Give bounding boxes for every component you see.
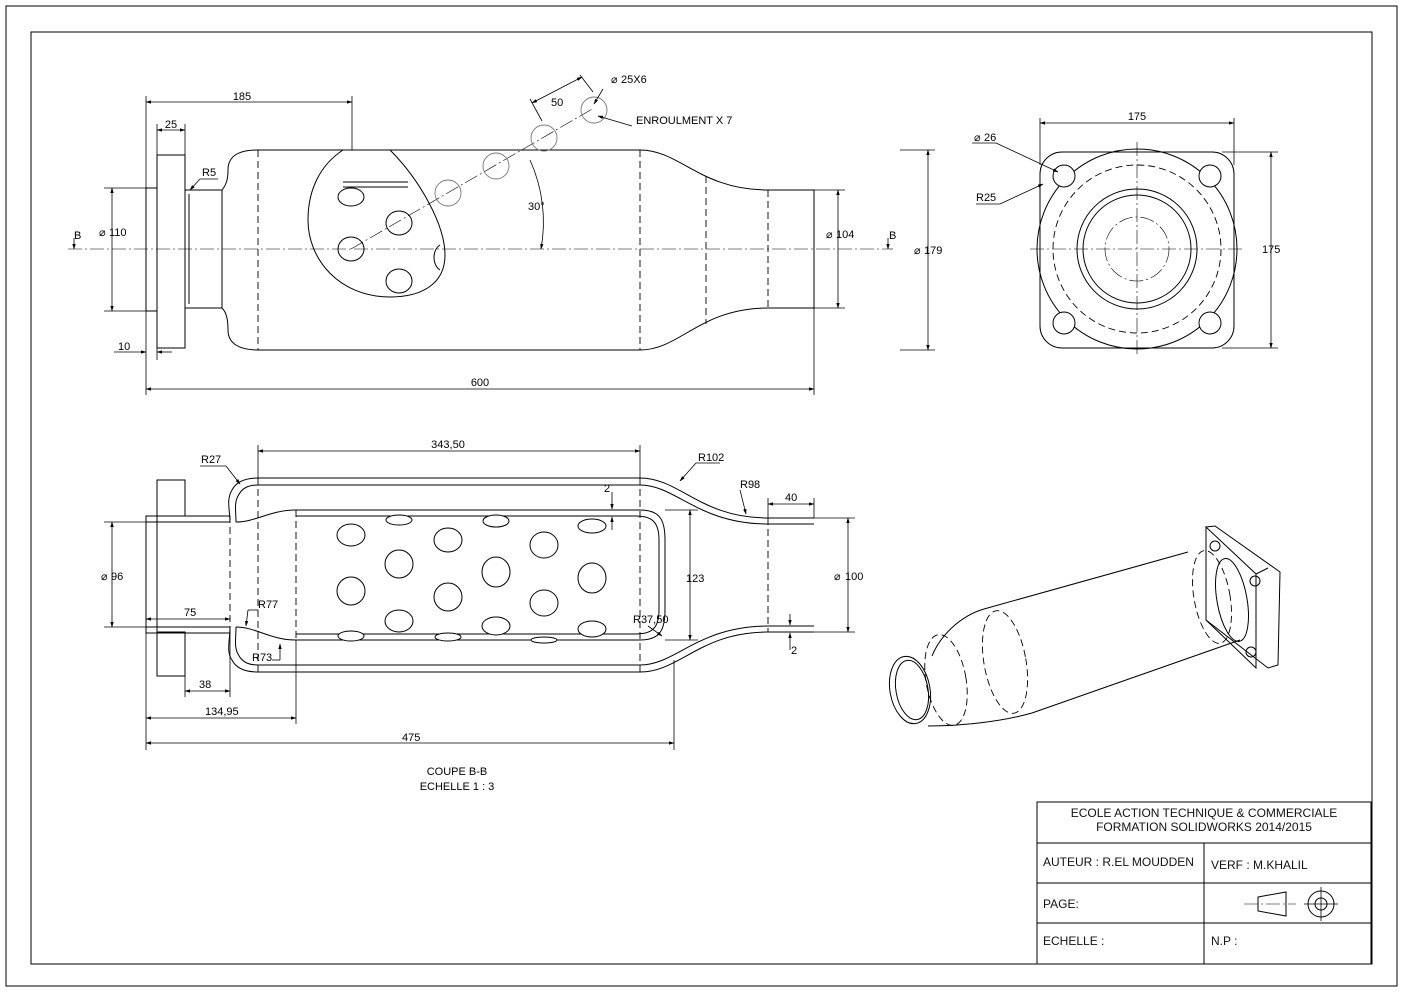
school-name: ECOLE ACTION TECHNIQUE & COMMERCIALE bbox=[1071, 806, 1338, 820]
diameter-symbol: ⌀ bbox=[99, 227, 106, 239]
bolt-hole bbox=[1052, 164, 1076, 188]
dim-phi179: 179 bbox=[924, 245, 942, 257]
section-scale: ECHELLE 1 : 3 bbox=[420, 781, 495, 793]
bolt-hole bbox=[1198, 164, 1222, 188]
side-view: 175 ⌀ 26 R25 175 bbox=[972, 111, 1280, 356]
dim-r27: R27 bbox=[201, 454, 221, 466]
dim-50: 50 bbox=[551, 97, 563, 109]
dim-r98: R98 bbox=[740, 479, 760, 491]
front-flange bbox=[156, 154, 186, 349]
dim-600: 600 bbox=[471, 377, 489, 389]
dim-343-50: 343,50 bbox=[431, 439, 465, 451]
dim-75: 75 bbox=[184, 607, 196, 619]
dim-r5: R5 bbox=[202, 167, 216, 179]
section-title: COUPE B-B bbox=[427, 766, 488, 778]
dim-r102: R102 bbox=[698, 452, 724, 464]
dim-phi110: 110 bbox=[109, 227, 127, 239]
front-view: 185 25 R5 ⌀ 110 10 600 50 ⌀ 25X6 ENROULM… bbox=[68, 74, 942, 395]
dim-holes: 25X6 bbox=[621, 74, 647, 86]
dim-40: 40 bbox=[785, 492, 797, 504]
dim-175-top: 175 bbox=[1128, 111, 1146, 123]
title-block: ECOLE ACTION TECHNIQUE & COMMERCIALE FOR… bbox=[1036, 801, 1372, 965]
diameter-symbol: ⌀ bbox=[611, 74, 618, 86]
bolt-hole bbox=[1198, 311, 1222, 335]
diameter-symbol: ⌀ bbox=[834, 571, 841, 583]
dim-475: 475 bbox=[402, 732, 420, 744]
page-field: PAGE: bbox=[1043, 897, 1079, 911]
dim-2-bottom: 2 bbox=[791, 645, 797, 657]
dim-r77: R77 bbox=[258, 599, 278, 611]
sheet-outer-border bbox=[5, 5, 1398, 987]
bolt-hole bbox=[1052, 311, 1076, 335]
diameter-symbol: ⌀ bbox=[101, 571, 108, 583]
np-field: N.P : bbox=[1211, 934, 1237, 948]
diameter-symbol: ⌀ bbox=[826, 229, 833, 241]
cutaway-perforated bbox=[307, 149, 446, 298]
diameter-symbol: ⌀ bbox=[974, 132, 981, 144]
dim-175-side: 175 bbox=[1262, 244, 1280, 256]
section-marker-right: B bbox=[889, 230, 896, 242]
dim-123: 123 bbox=[686, 573, 704, 585]
dim-phi96: 96 bbox=[111, 571, 123, 583]
isometric-view bbox=[888, 525, 1281, 727]
sheet-inner-border bbox=[30, 31, 1373, 965]
dim-2-top: 2 bbox=[604, 483, 610, 495]
dim-r37-50: R37,50 bbox=[633, 614, 668, 626]
dim-10: 10 bbox=[118, 341, 130, 353]
dim-phi100: 100 bbox=[845, 571, 863, 583]
verifier-field: VERF : M.KHALIL bbox=[1211, 858, 1308, 872]
section-marker-left: B bbox=[74, 230, 81, 242]
dim-r73: R73 bbox=[252, 652, 272, 664]
author-field: AUTEUR : R.EL MOUDDEN bbox=[1043, 855, 1194, 869]
dim-r25: R25 bbox=[976, 192, 996, 204]
course-name: FORMATION SOLIDWORKS 2014/2015 bbox=[1096, 820, 1312, 834]
scale-field: ECHELLE : bbox=[1043, 934, 1104, 948]
front-body-outline bbox=[221, 149, 815, 351]
dim-185: 185 bbox=[233, 91, 251, 103]
front-spigot bbox=[145, 187, 158, 312]
dim-25: 25 bbox=[165, 119, 177, 131]
diameter-symbol: ⌀ bbox=[914, 245, 921, 257]
dim-phi104: 104 bbox=[836, 229, 854, 241]
dim-134-95: 134,95 bbox=[205, 706, 239, 718]
dim-phi26: 26 bbox=[984, 132, 996, 144]
dim-enroulment: ENROULMENT X 7 bbox=[636, 115, 732, 127]
dim-angle: 30° bbox=[528, 201, 545, 213]
first-angle-projection-icon bbox=[1244, 887, 1338, 921]
section-view: 343,50 R27 R102 R98 40 2 ⌀ 96 123 ⌀ 100 … bbox=[101, 439, 863, 793]
dim-38: 38 bbox=[199, 679, 211, 691]
